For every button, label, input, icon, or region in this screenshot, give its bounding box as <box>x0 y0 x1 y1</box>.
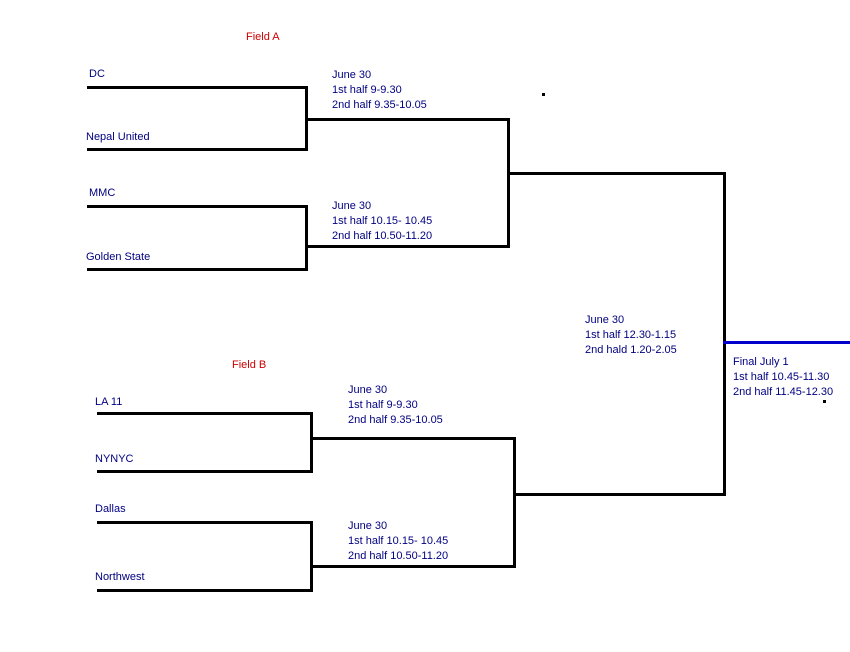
match-info-b2: June 30 1st half 10.15- 10.45 2nd half 1… <box>348 519 448 564</box>
bracket-line-nynyc <box>97 470 313 473</box>
match-info-a1: June 30 1st half 9-9.30 2nd half 9.35-10… <box>332 68 427 113</box>
bracket-connector-b1 <box>310 412 313 473</box>
bracket-line-northwest <box>97 589 313 592</box>
team-label-dallas: Dallas <box>95 503 126 515</box>
match-final-second-half: 2nd half 11.45-12.30 <box>733 386 834 398</box>
match-b1-date: June 30 <box>348 384 388 396</box>
match-b2-second-half: 2nd half 10.50-11.20 <box>348 550 449 562</box>
bracket-advance-final <box>723 341 850 344</box>
match-b2-first-half: 1st half 10.15- 10.45 <box>348 535 449 547</box>
bracket-connector-b2 <box>310 521 313 592</box>
stray-dot-artifact-upper <box>542 93 545 96</box>
match-info-final: Final July 1 1st half 10.45-11.30 2nd ha… <box>733 355 833 400</box>
field-a-label: Field A <box>246 31 280 43</box>
bracket-advance-b1 <box>310 437 516 440</box>
team-label-la-11: LA 11 <box>95 396 123 408</box>
bracket-connector-a2 <box>305 205 308 271</box>
bracket-advance-b2 <box>310 565 516 568</box>
bracket-connector-semifinal-b <box>513 437 516 568</box>
match-a1-first-half: 1st half 9-9.30 <box>332 84 402 96</box>
team-label-nepal-united: Nepal United <box>86 131 150 143</box>
match-info-b1: June 30 1st half 9-9.30 2nd half 9.35-10… <box>348 383 443 428</box>
field-b-label: Field B <box>232 359 267 371</box>
bracket-advance-semifinal-b <box>513 493 726 496</box>
bracket-connector-semifinal-a <box>507 118 510 248</box>
match-a1-second-half: 2nd half 9.35-10.05 <box>332 99 427 111</box>
match-a1-date: June 30 <box>332 69 372 81</box>
team-label-dc: DC <box>89 68 105 80</box>
bracket-line-dc <box>87 86 308 89</box>
match-a2-date: June 30 <box>332 200 372 212</box>
bracket-line-la-11 <box>97 412 313 415</box>
match-info-semifinal: June 30 1st half 12.30-1.15 2nd hald 1.2… <box>585 313 677 358</box>
match-final-date: Final July 1 <box>733 356 789 368</box>
bracket-line-dallas <box>97 521 313 524</box>
bracket-connector-final <box>723 172 726 496</box>
match-semifinal-first-half: 1st half 12.30-1.15 <box>585 329 677 341</box>
bracket-advance-a1 <box>305 118 510 121</box>
bracket-line-golden-state <box>87 268 308 271</box>
match-b1-second-half: 2nd half 9.35-10.05 <box>348 414 443 426</box>
team-label-northwest: Northwest <box>95 571 145 583</box>
match-semifinal-date: June 30 <box>585 314 625 326</box>
stray-dot-artifact-lower <box>823 400 826 403</box>
team-label-mmc: MMC <box>89 187 116 199</box>
match-b1-first-half: 1st half 9-9.30 <box>348 399 418 411</box>
team-label-golden-state: Golden State <box>86 251 151 263</box>
bracket-line-nepal-united <box>87 148 308 151</box>
bracket-line-mmc <box>87 205 308 208</box>
match-b2-date: June 30 <box>348 520 388 532</box>
match-a2-first-half: 1st half 10.15- 10.45 <box>332 215 433 227</box>
match-info-a2: June 30 1st half 10.15- 10.45 2nd half 1… <box>332 199 432 244</box>
team-label-nynyc: NYNYC <box>95 453 134 465</box>
bracket-advance-a2 <box>305 245 510 248</box>
match-a2-second-half: 2nd half 10.50-11.20 <box>332 230 433 242</box>
bracket-advance-semifinal-a <box>507 172 726 175</box>
match-final-first-half: 1st half 10.45-11.30 <box>733 371 830 383</box>
match-semifinal-second-half: 2nd hald 1.20-2.05 <box>585 344 677 356</box>
